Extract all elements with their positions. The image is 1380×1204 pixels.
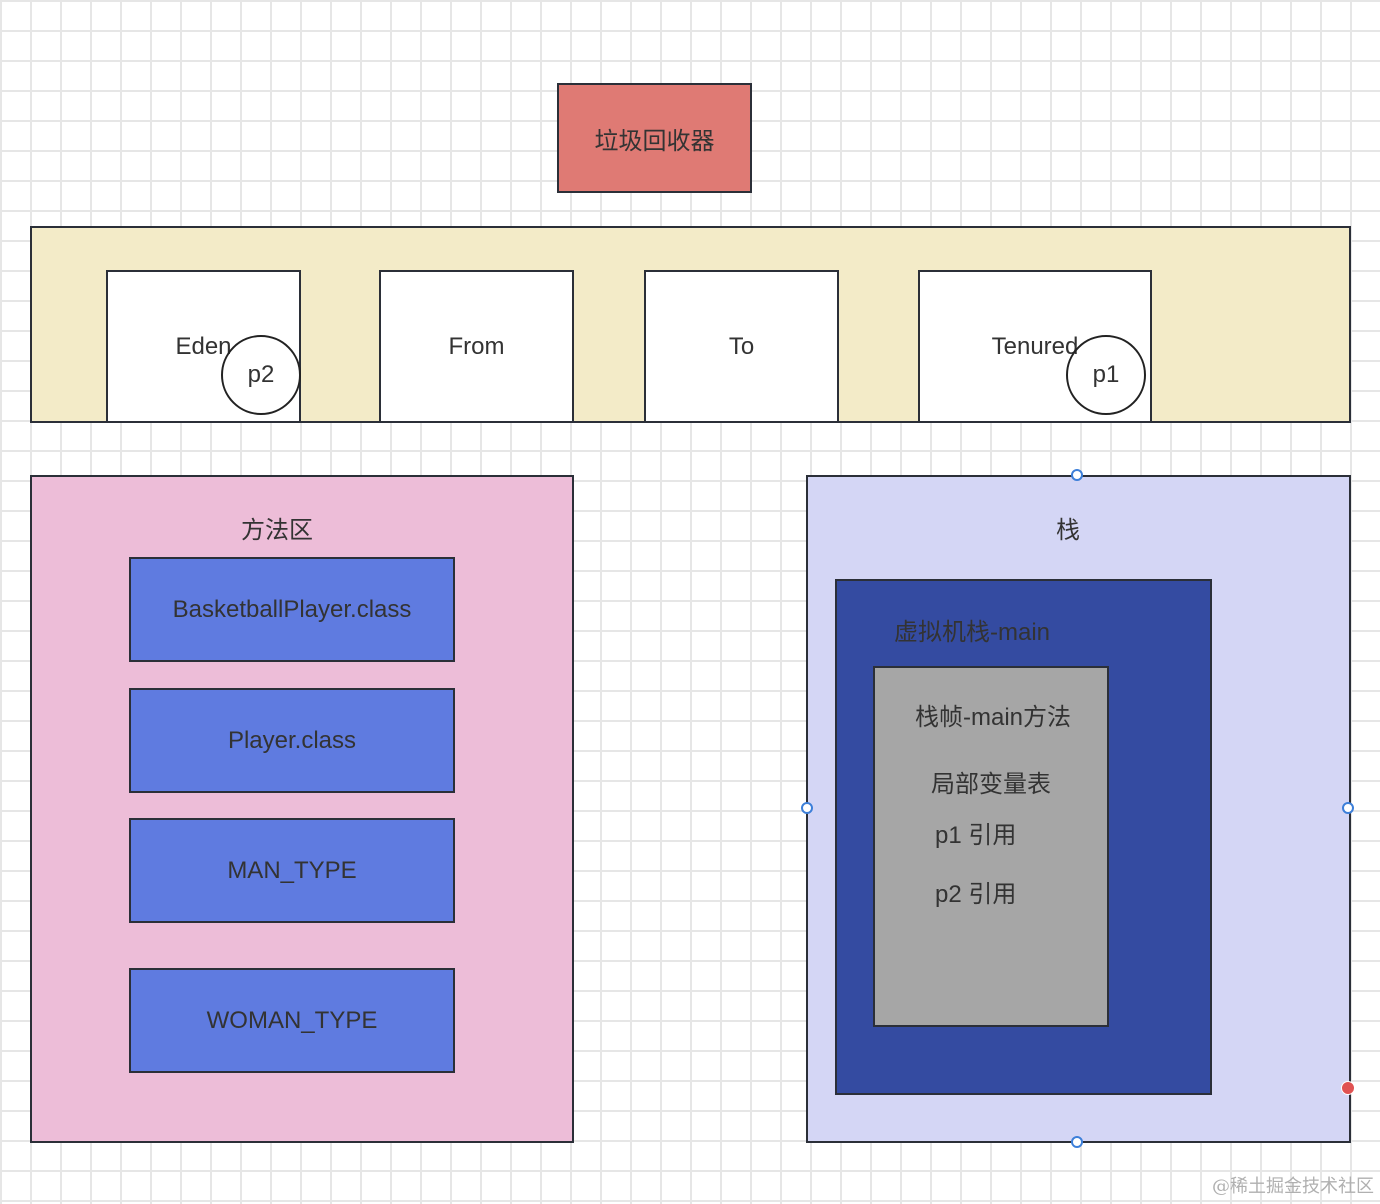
heap-region-from[interactable]: From — [379, 270, 574, 423]
method-area-item[interactable]: MAN_TYPE — [129, 818, 455, 923]
method-area-title: 方法区 — [241, 517, 313, 544]
local-ref-p2: p2 引用 — [935, 881, 1017, 908]
garbage-collector-box[interactable]: 垃圾回收器 — [557, 83, 752, 193]
heap-region-eden[interactable]: Eden — [106, 270, 301, 423]
heap-region-to[interactable]: To — [644, 270, 839, 423]
method-area-item[interactable]: BasketballPlayer.class — [129, 557, 455, 662]
stack-title: 栈 — [1056, 517, 1080, 544]
object-label: p2 — [247, 361, 275, 388]
method-area-item-label: WOMAN_TYPE — [206, 1006, 378, 1034]
resize-handle-right[interactable] — [1342, 802, 1354, 814]
vm-stack-label: 虚拟机栈-main — [894, 619, 1051, 646]
watermark: @稀土掘金技术社区 — [1212, 1176, 1374, 1197]
connection-point-handle[interactable] — [1341, 1081, 1355, 1095]
method-area-item-label: BasketballPlayer.class — [172, 595, 412, 623]
method-area-item-label: MAN_TYPE — [227, 856, 357, 884]
heap-region-label: To — [728, 332, 755, 360]
heap-region-label: From — [448, 332, 505, 360]
object-label: p1 — [1092, 361, 1120, 388]
method-area-item[interactable]: Player.class — [129, 688, 455, 793]
heap-region-label: Eden — [175, 332, 232, 360]
object-p1[interactable]: p1 — [1066, 335, 1146, 415]
stack-frame-label: 栈帧-main方法 — [915, 704, 1072, 731]
method-area-item-label: Player.class — [227, 726, 357, 754]
garbage-collector-label: 垃圾回收器 — [594, 127, 715, 155]
resize-handle-bottom[interactable] — [1071, 1136, 1083, 1148]
object-p2[interactable]: p2 — [221, 335, 301, 415]
resize-handle-top[interactable] — [1071, 469, 1083, 481]
stack-frame-main[interactable] — [873, 666, 1109, 1027]
resize-handle-left[interactable] — [801, 802, 813, 814]
heap-region-label: Tenured — [991, 332, 1079, 360]
local-variable-table-label: 局部变量表 — [931, 771, 1051, 798]
method-area-item[interactable]: WOMAN_TYPE — [129, 968, 455, 1073]
local-ref-p1: p1 引用 — [935, 822, 1017, 849]
